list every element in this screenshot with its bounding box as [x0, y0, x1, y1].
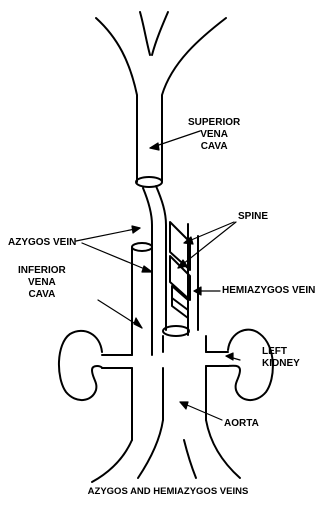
- label-aorta: AORTA: [224, 418, 259, 430]
- label-azygos-vein: AZYGOS VEIN: [8, 237, 76, 249]
- aorta-top: [163, 326, 189, 336]
- label-inferior-vena-cava: INFERIOR VENA CAVA: [18, 265, 66, 301]
- aorta: [138, 336, 240, 478]
- azygos-vein: [143, 186, 166, 340]
- figure-caption: AZYGOS AND HEMIAZYGOS VEINS: [0, 486, 336, 497]
- right-kidney: [59, 331, 102, 400]
- label-left-kidney: LEFT KIDNEY: [262, 346, 300, 370]
- label-superior-vena-cava: SUPERIOR VENA CAVA: [188, 117, 240, 153]
- label-hemiazygos-vein: HEMIAZYGOS VEIN: [222, 285, 315, 297]
- renal-veins: [102, 352, 228, 368]
- superior-vena-cava: [96, 12, 226, 187]
- label-spine: SPINE: [238, 211, 268, 223]
- leader-lines: [76, 131, 240, 420]
- inferior-vena-cava: [92, 243, 152, 482]
